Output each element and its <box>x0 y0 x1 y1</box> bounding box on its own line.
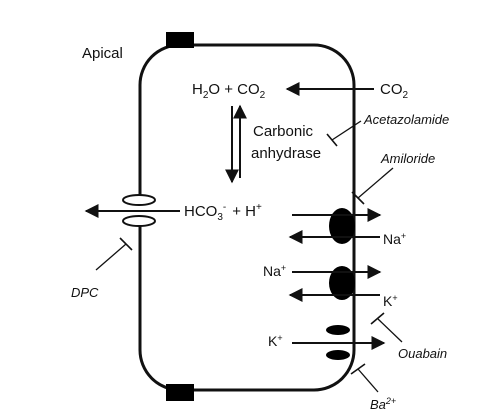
dpc-inhibit-bar <box>119 237 133 251</box>
co2-label: CO2 <box>380 81 409 101</box>
ouabain-label: Ouabain <box>398 346 447 361</box>
ba-label: Ba2+ <box>370 396 396 412</box>
channel-upper-pore <box>122 194 156 206</box>
apical-label: Apical <box>82 45 123 62</box>
k-channel-bottom <box>326 350 350 360</box>
na-k-pump <box>329 266 355 300</box>
hco3-h-label: HCO3-+ H+ <box>184 202 262 223</box>
amiloride-label: Amiloride <box>380 151 435 166</box>
dpc-label: DPC <box>71 285 99 300</box>
k-label-2: K+ <box>268 333 283 349</box>
na-h-exchanger <box>329 208 355 244</box>
acetazolamide-label: Acetazolamide <box>363 112 449 127</box>
k-label-1: K+ <box>383 293 398 309</box>
tight-junction-bottom <box>166 384 194 401</box>
k-channel-top <box>326 325 350 335</box>
h2o-co2-label: H2O + CO2 <box>192 81 266 101</box>
ba-inhibit-line <box>357 368 379 393</box>
na-label-2: Na+ <box>263 263 286 279</box>
na-label-1: Na+ <box>383 231 406 247</box>
ouabain-inhibit-bar <box>370 312 385 325</box>
carbonic-label-line1: Carbonic <box>253 123 314 140</box>
acetazolamide-inhibit-bar <box>326 133 338 147</box>
channel-lower-pore <box>122 215 156 227</box>
dpc-inhibit-line <box>95 243 127 271</box>
ba-inhibit-bar <box>350 363 366 375</box>
ouabain-inhibit-line <box>377 318 403 343</box>
acetazolamide-inhibit-line <box>331 120 362 141</box>
amiloride-inhibit-bar <box>351 191 365 205</box>
tight-junction-top <box>166 32 194 48</box>
amiloride-inhibit-line <box>357 167 394 199</box>
carbonic-label-line2: anhydrase <box>251 145 321 162</box>
